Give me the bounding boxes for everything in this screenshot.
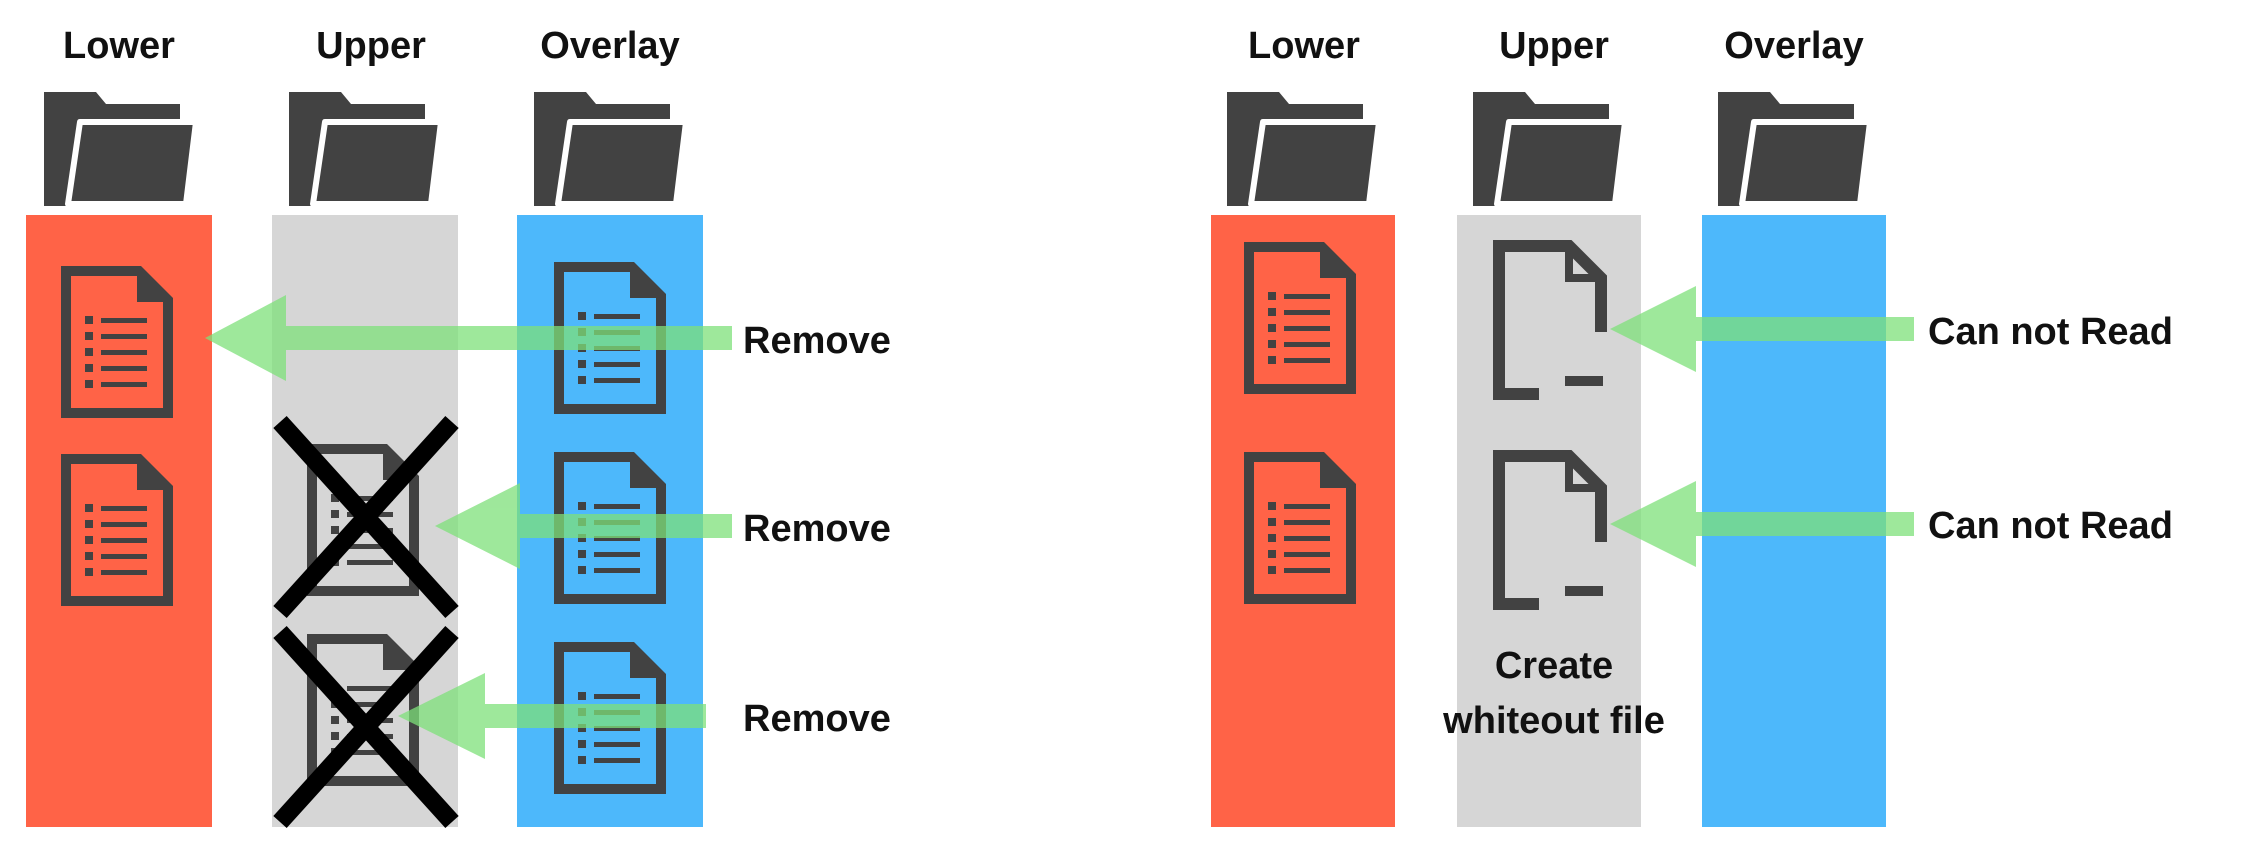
arrow-icon — [398, 673, 706, 759]
file-icon — [1244, 452, 1356, 604]
arrow-icon — [1610, 286, 1914, 372]
file-icon — [61, 266, 173, 418]
remove-label: Remove — [743, 320, 891, 362]
arrow-icon — [1610, 481, 1914, 567]
can-not-read-label: Can not Read — [1928, 505, 2173, 547]
folder-icon — [1473, 92, 1625, 206]
cross-icon — [273, 625, 459, 829]
right-panel: Lower Upper Overlay Can not Read Can not… — [1211, 25, 2173, 827]
upper-label: Upper — [316, 25, 426, 67]
file-icon — [61, 454, 173, 606]
cross-icon — [273, 415, 459, 619]
arrow-icon — [205, 295, 732, 381]
overlay-label: Overlay — [540, 25, 679, 67]
overlay-label: Overlay — [1724, 25, 1863, 67]
whiteout-caption: Create — [1495, 645, 1613, 687]
folder-icon — [289, 92, 441, 206]
whiteout-caption: whiteout file — [1442, 700, 1665, 742]
remove-label: Remove — [743, 508, 891, 550]
file-icon — [1244, 242, 1356, 394]
folder-icon — [534, 92, 686, 206]
can-not-read-label: Can not Read — [1928, 311, 2173, 353]
upper-label: Upper — [1499, 25, 1609, 67]
left-panel: Lower Upper Overlay — [26, 25, 891, 829]
upper-column-bar — [1457, 215, 1641, 827]
folder-icon — [44, 92, 196, 206]
lower-label: Lower — [1248, 25, 1360, 67]
folder-icon — [1718, 92, 1870, 206]
remove-label: Remove — [743, 698, 891, 740]
lower-label: Lower — [63, 25, 175, 67]
folder-icon — [1227, 92, 1379, 206]
arrow-icon — [435, 483, 732, 569]
